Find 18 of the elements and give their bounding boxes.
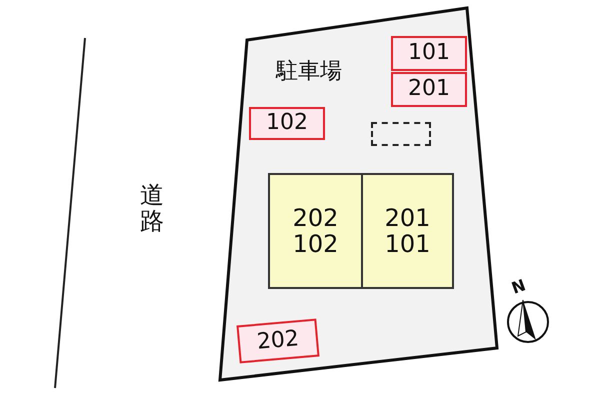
building-unit — [268, 173, 362, 289]
north-label: N — [509, 276, 528, 298]
unit-number: 202 — [256, 327, 300, 355]
road-label: 道路 — [140, 182, 164, 235]
unit-number: 101 — [408, 41, 450, 66]
unit-number: 102 — [266, 111, 308, 136]
parking-space — [391, 36, 467, 71]
unit-number: 201 — [384, 204, 430, 231]
unit-number: 101 — [384, 231, 430, 258]
unit-number: 102 — [292, 231, 338, 258]
area-label: 駐車場 — [276, 60, 342, 84]
parking-space — [249, 107, 325, 140]
lot-outline — [218, 6, 500, 384]
unit-number: 201 — [408, 77, 450, 102]
parking-space — [391, 72, 467, 107]
parking-space — [371, 122, 431, 146]
unit-number: 202 — [292, 204, 338, 231]
building-unit — [362, 173, 454, 289]
